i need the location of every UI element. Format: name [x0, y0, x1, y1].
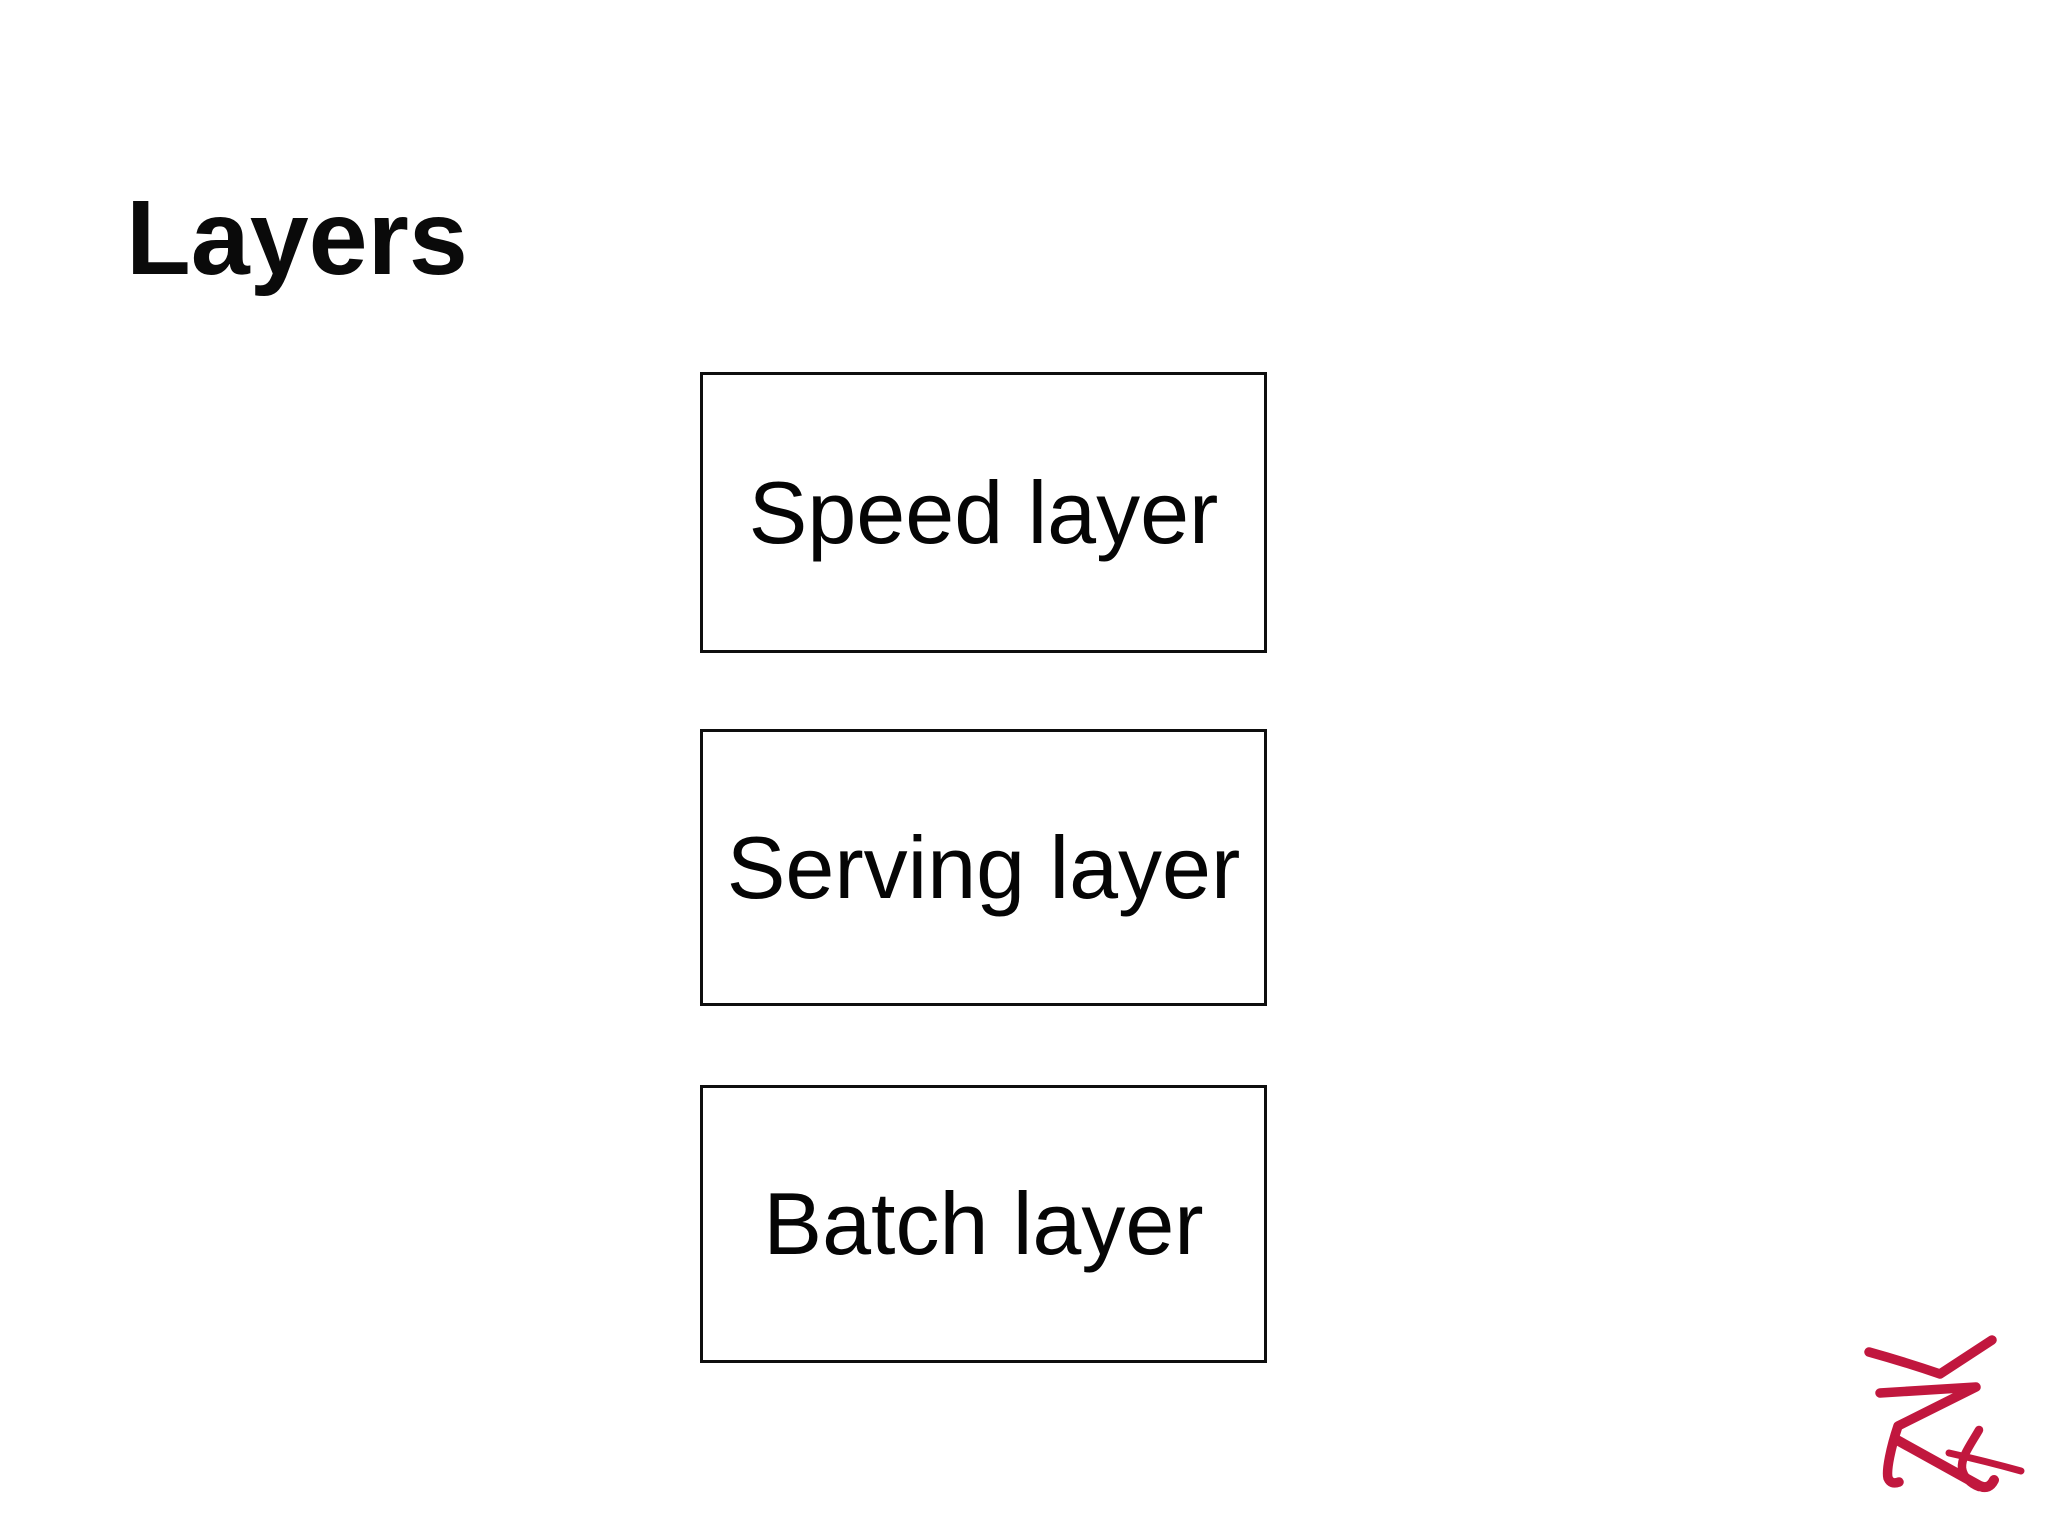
page-title: Layers [126, 179, 468, 297]
signature-logo-icon [1830, 1330, 2040, 1520]
speed-layer-label: Speed layer [748, 462, 1219, 562]
box-batch-layer: Batch layer [700, 1085, 1267, 1363]
serving-layer-label: Serving layer [726, 817, 1241, 917]
signature-logo-strokes [1864, 1335, 2025, 1493]
batch-layer-label: Batch layer [763, 1174, 1204, 1273]
box-speed-layer: Speed layer [700, 372, 1267, 653]
box-serving-layer: Serving layer [700, 729, 1267, 1006]
